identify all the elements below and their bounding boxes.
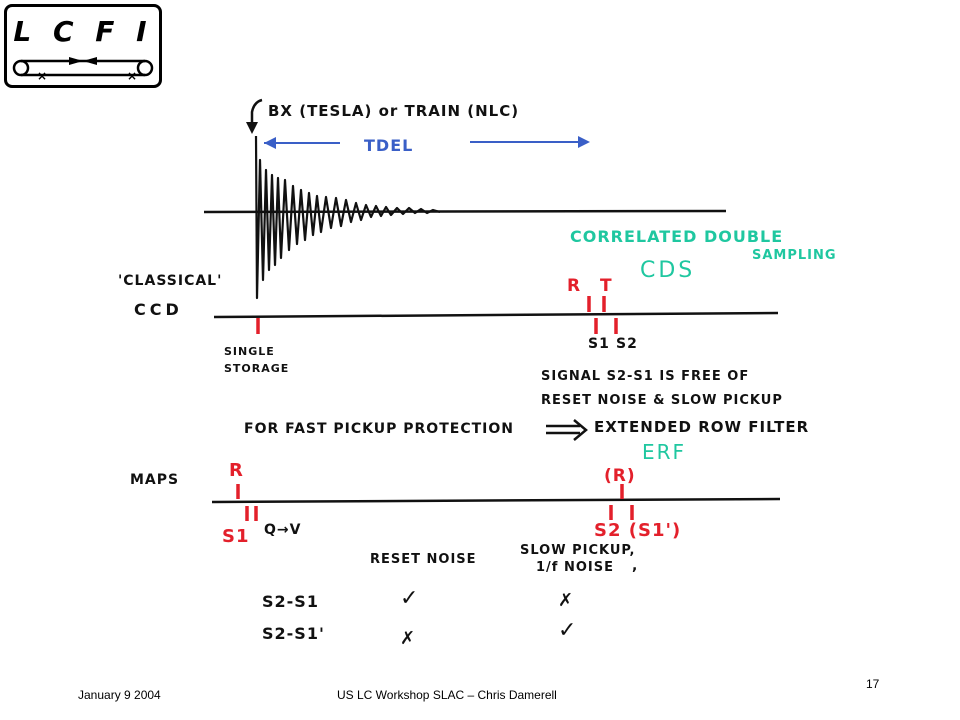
- logo-text: L C F I: [13, 15, 153, 48]
- ccd-t-label: T: [600, 276, 613, 296]
- waveform: [254, 135, 441, 300]
- fast-pickup-text: FOR FAST PICKUP PROTECTION: [244, 421, 514, 437]
- ccd-s1-label: S1: [588, 336, 610, 352]
- svg-text:×: ×: [37, 69, 47, 83]
- maps-baseline: [211, 497, 781, 504]
- footer-date: January 9 2004: [78, 688, 161, 702]
- row1-slow-cross-icon: ✗: [558, 590, 575, 611]
- maps-s1-label: S1: [222, 526, 250, 547]
- erf-long: EXTENDED ROW FILTER: [594, 418, 810, 436]
- ccd-baseline: [213, 311, 779, 319]
- classical-label-line2: CCD: [134, 300, 183, 319]
- single-storage-line2: STORAGE: [224, 362, 290, 375]
- page-number: 17: [866, 677, 880, 691]
- row2-reset-cross-icon: ✗: [400, 628, 417, 649]
- col-reset-noise-header: RESET NOISE: [370, 552, 477, 567]
- erf-abbrev: ERF: [642, 440, 687, 464]
- row1-label: S2-S1: [262, 592, 319, 611]
- svg-text:×: ×: [127, 69, 137, 83]
- lcfi-logo: L C F I × ×: [4, 4, 162, 88]
- tdel-label: TDEL: [364, 136, 414, 155]
- signal-text-line2: RESET NOISE & SLOW PICKUP: [541, 393, 783, 408]
- ccd-r-label: R: [567, 276, 582, 296]
- cds-title-line2: SAMPLING: [752, 248, 837, 263]
- implies-arrow: [546, 424, 580, 435]
- row2-slow-check-icon: ✓: [558, 618, 578, 643]
- row1-reset-check-icon: ✓: [400, 586, 420, 611]
- col-slow-pickup-header-line1: SLOW PICKUP,: [520, 543, 636, 558]
- classical-label-line1: 'CLASSICAL': [118, 273, 223, 289]
- maps-r-paren-label: (R): [604, 466, 636, 486]
- q-to-v-label: Q→V: [264, 522, 302, 538]
- bx-arrow: [250, 98, 263, 128]
- col-slow-pickup-header-line2: 1/f NOISE: [536, 560, 614, 575]
- maps-r-label: R: [229, 460, 244, 481]
- single-storage-line1: SINGLE: [224, 345, 275, 358]
- cds-abbrev: CDS: [640, 258, 696, 283]
- footer-title: US LC Workshop SLAC – Chris Damerell: [337, 688, 557, 702]
- svg-text:,: ,: [632, 558, 637, 574]
- cds-title-line1: CORRELATED DOUBLE: [570, 227, 784, 246]
- maps-label: MAPS: [130, 472, 180, 488]
- logo-emblem: × ×: [12, 57, 154, 83]
- ccd-s2-label: S2: [616, 336, 638, 352]
- row2-label: S2-S1': [262, 624, 325, 643]
- bx-arrowhead: [246, 122, 258, 134]
- signal-text-line1: SIGNAL S2-S1 IS FREE OF: [541, 369, 750, 384]
- maps-s2-s1p-label: S2 (S1'): [594, 520, 682, 541]
- bx-label: BX (TESLA) or TRAIN (NLC): [268, 102, 520, 120]
